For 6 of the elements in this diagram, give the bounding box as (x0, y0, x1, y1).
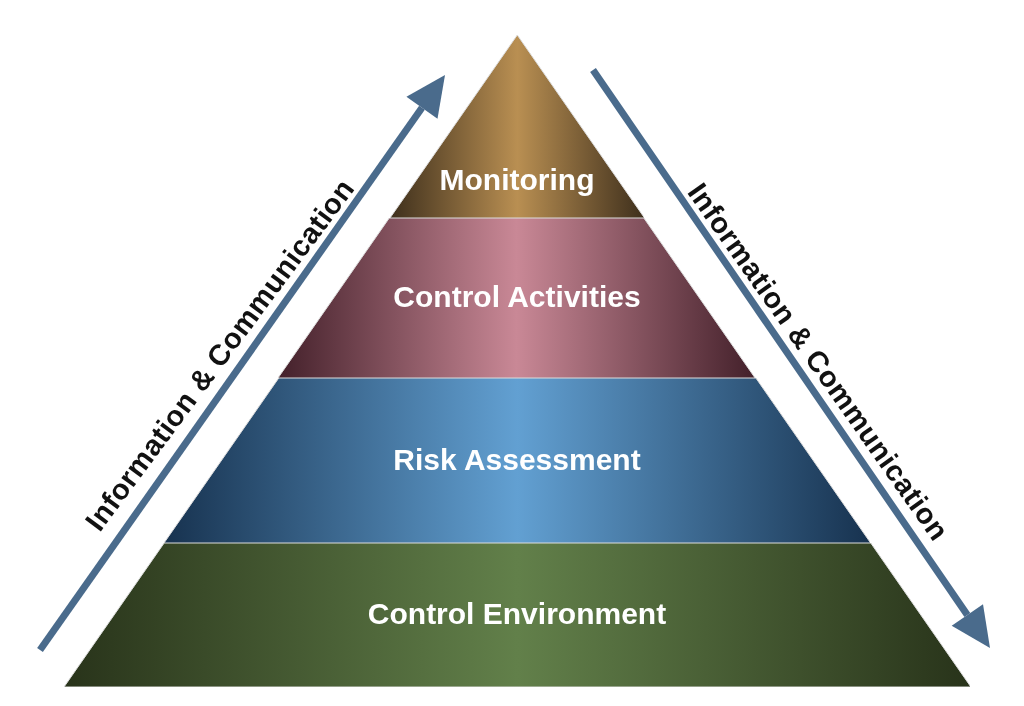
pyramid-apex (389, 35, 645, 218)
tier-label: Control Environment (367, 597, 667, 631)
tier-label: Monitoring (438, 163, 596, 198)
tier-label: Risk Assessment (392, 442, 642, 477)
tier-label: Control Activities (392, 280, 642, 314)
pyramid-tier (63, 543, 971, 687)
